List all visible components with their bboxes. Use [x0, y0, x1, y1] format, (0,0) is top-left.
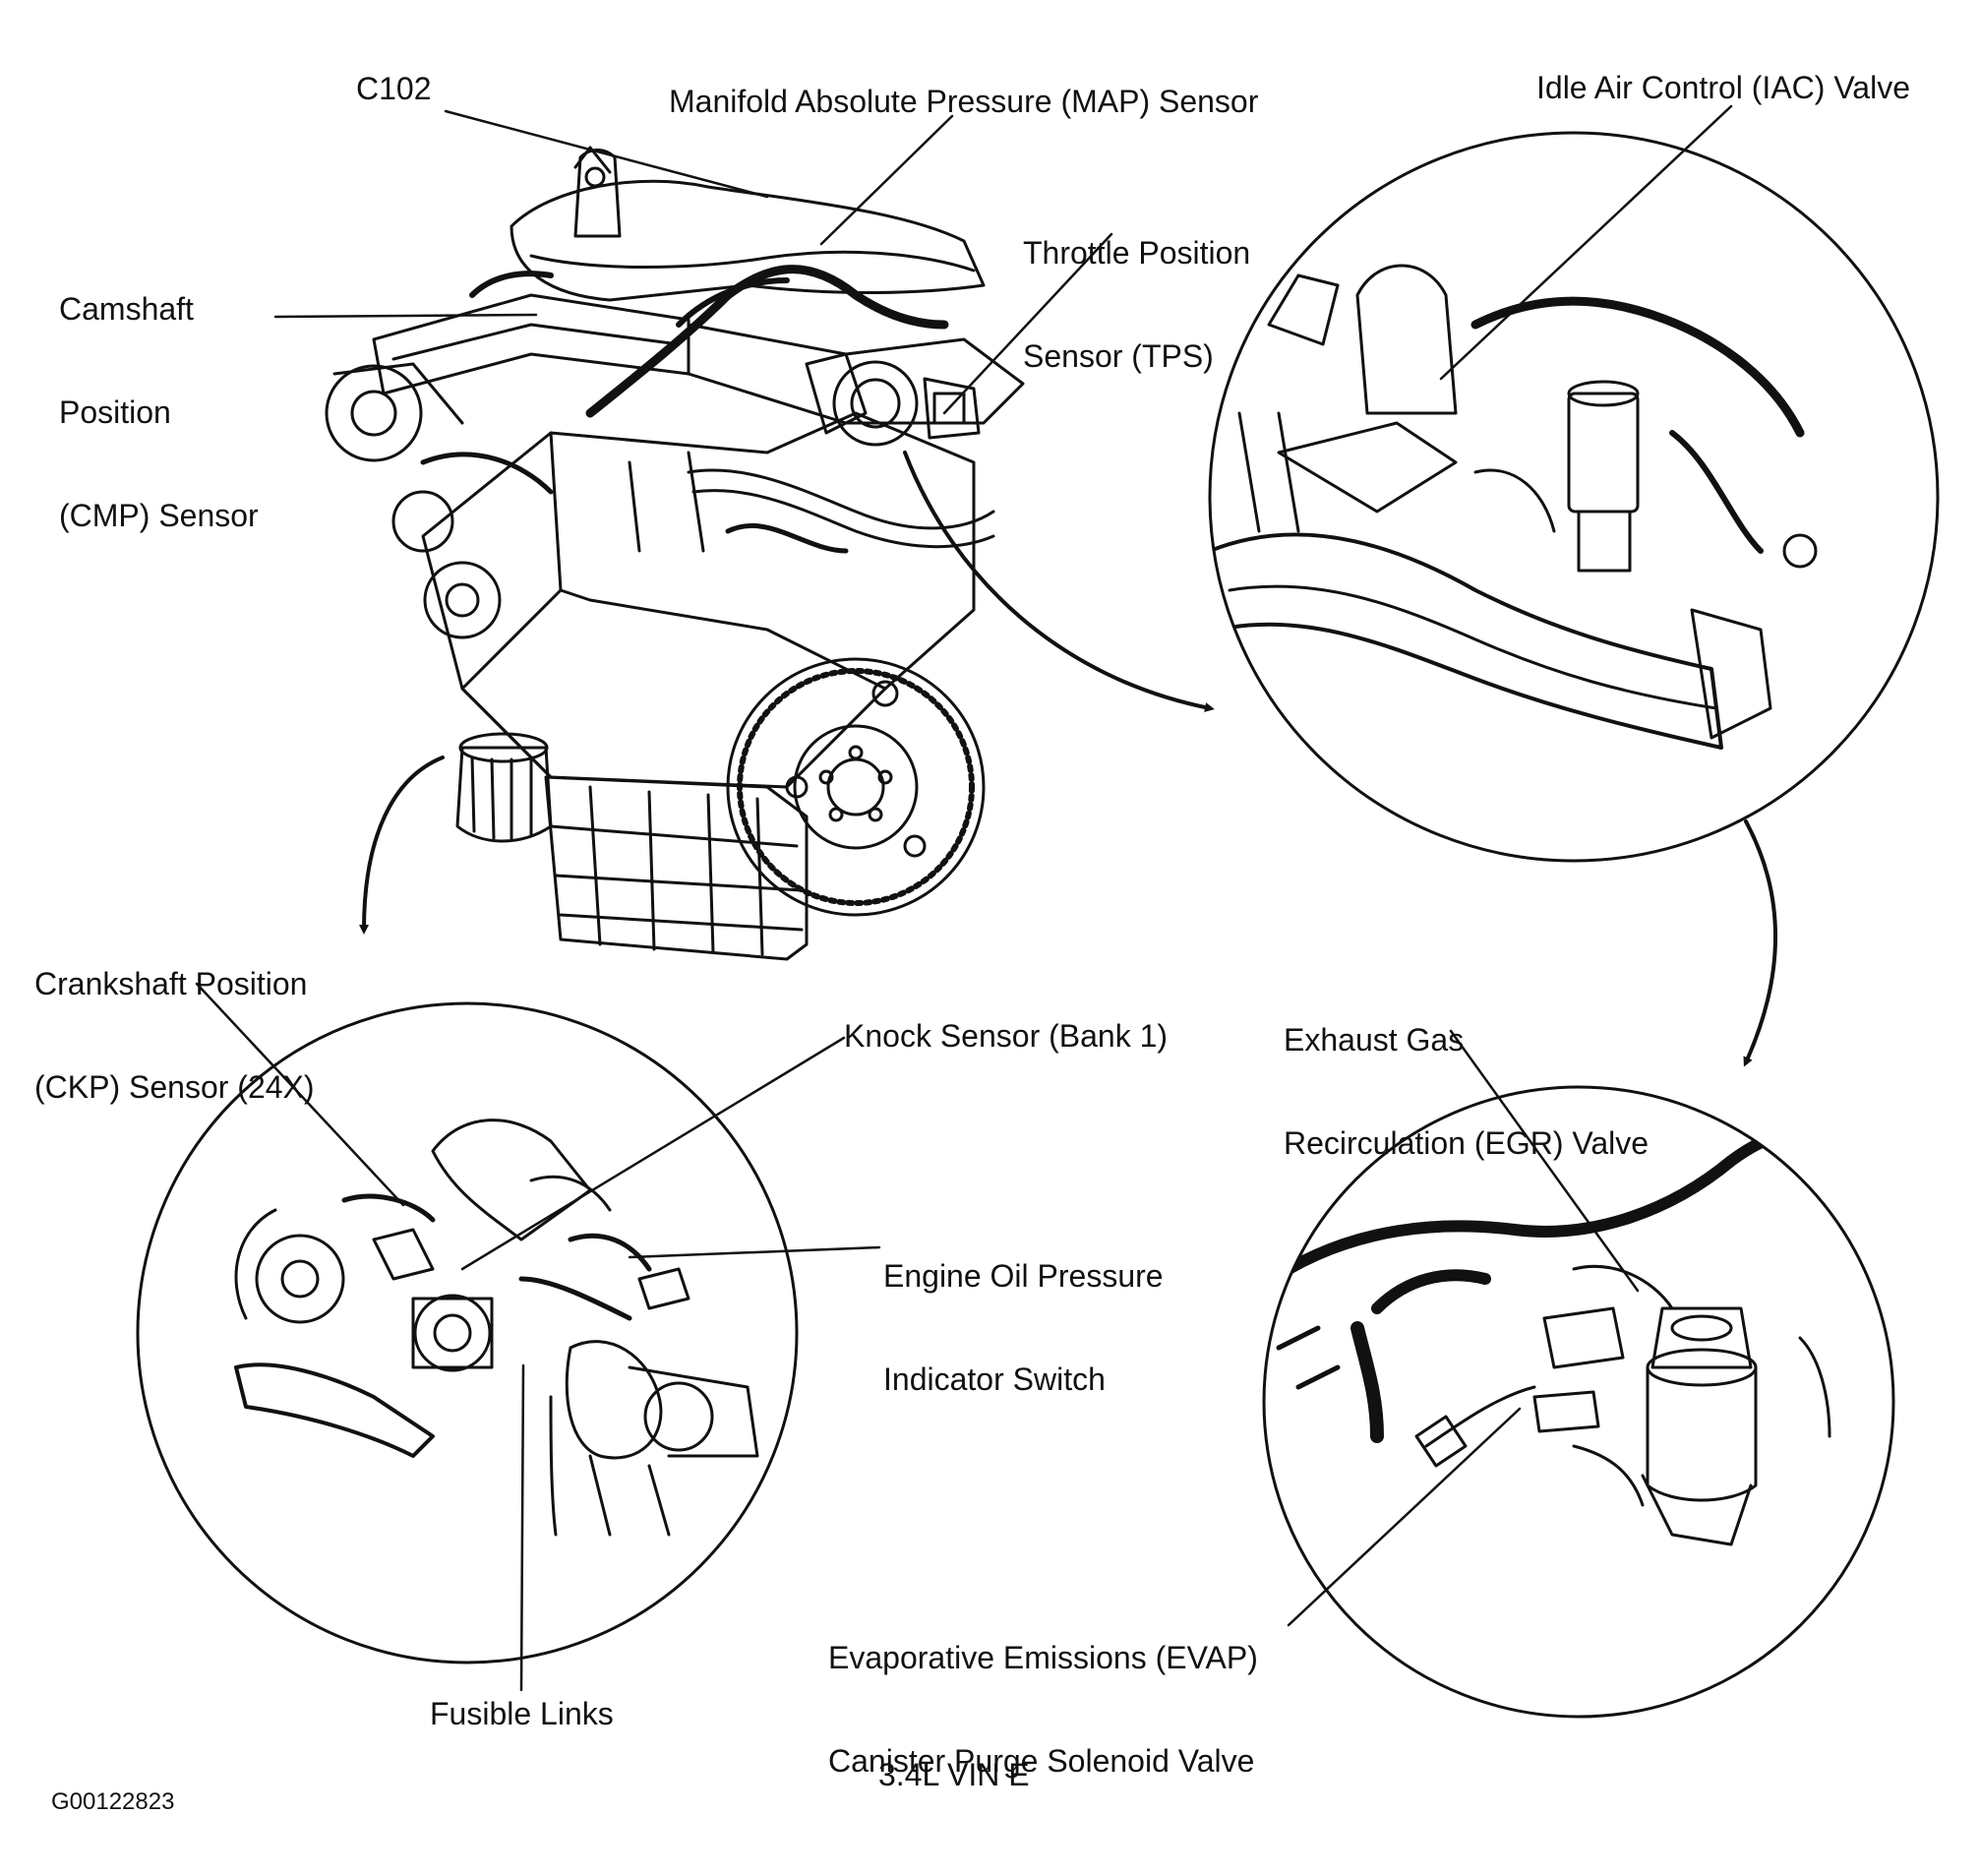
- label-knock-sensor: Knock Sensor (Bank 1): [844, 1018, 1169, 1054]
- view-transfer-arrows: [359, 451, 1778, 1067]
- leader-ckp-sensor: [195, 982, 405, 1207]
- leader-evap-solenoid: [1287, 1407, 1522, 1627]
- label-evap-line2: Canister Purge Solenoid Valve: [828, 1743, 1255, 1779]
- diagram-caption: 3.4L VIN E: [878, 1757, 1030, 1792]
- label-egr-line2: Recirculation (EGR) Valve: [1284, 1125, 1650, 1161]
- engine-main-illustration: [325, 146, 1025, 961]
- label-evap-solenoid: Evaporative Emissions (EVAP) Canister Pu…: [828, 1572, 1258, 1813]
- figure-id: G00122823: [51, 1788, 175, 1815]
- label-egr-line1: Exhaust Gas: [1284, 1022, 1465, 1058]
- label-oil-pressure-switch: Engine Oil Pressure Indicator Switch: [883, 1190, 1164, 1431]
- label-map-sensor: Manifold Absolute Pressure (MAP) Sensor: [669, 84, 1259, 119]
- label-egr-valve: Exhaust Gas Recirculation (EGR) Valve: [1284, 954, 1649, 1195]
- leader-fusible-links: [519, 1363, 525, 1692]
- leader-c102: [444, 109, 769, 199]
- leader-cmp-sensor: [273, 313, 538, 319]
- label-evap-line1: Evaporative Emissions (EVAP): [828, 1640, 1258, 1675]
- label-oil-line1: Engine Oil Pressure: [883, 1258, 1164, 1294]
- leader-egr-valve: [1449, 1029, 1640, 1293]
- leader-knock-sensor: [460, 1036, 846, 1271]
- label-cmp-line3: (CMP) Sensor: [59, 498, 259, 533]
- leader-iac-valve: [1439, 104, 1733, 381]
- label-c102: C102: [356, 71, 432, 106]
- label-oil-line2: Indicator Switch: [883, 1362, 1106, 1397]
- label-tps-line2: Sensor (TPS): [1023, 338, 1214, 374]
- label-tps: Throttle Position Sensor (TPS): [1023, 167, 1250, 408]
- leader-tps: [942, 232, 1113, 415]
- leader-map-sensor: [819, 114, 954, 246]
- label-tps-line1: Throttle Position: [1023, 235, 1251, 271]
- label-iac-valve: Idle Air Control (IAC) Valve: [1536, 70, 1910, 105]
- label-cmp-line1: Camshaft: [59, 291, 194, 327]
- label-ckp-sensor: Crankshaft Position (CKP) Sensor (24X): [34, 898, 315, 1139]
- leader-oil-pressure-switch: [628, 1245, 881, 1259]
- label-fusible-links: Fusible Links: [430, 1696, 614, 1731]
- label-leader-lines: [195, 104, 1733, 1692]
- label-ckp-line1: Crankshaft Position: [34, 966, 308, 1001]
- iac-egr-detail-view: [1208, 131, 1940, 863]
- label-ckp-line2: (CKP) Sensor (24X): [34, 1069, 315, 1105]
- label-cmp-sensor: Camshaft Position (CMP) Sensor: [59, 223, 259, 568]
- label-cmp-line2: Position: [59, 394, 171, 430]
- crankshaft-knock-detail-view: [136, 1001, 799, 1664]
